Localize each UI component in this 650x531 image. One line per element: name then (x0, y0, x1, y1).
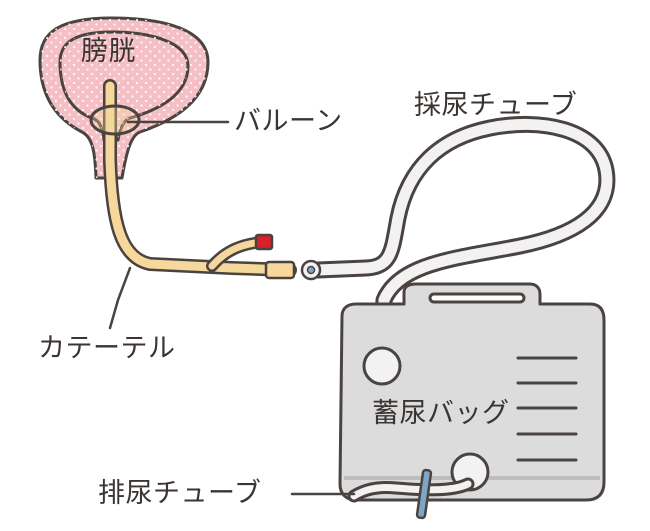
label-balloon: バルーン (234, 106, 343, 137)
label-catheter: カテーテル (38, 333, 176, 364)
drain-clamp (415, 468, 433, 520)
red-valve-connector (254, 233, 274, 251)
label-urine-bag: 蓄尿バッグ (372, 398, 510, 429)
bladder-inner-dots (60, 32, 188, 140)
leader-lines (108, 120, 356, 496)
label-collection-tube: 採尿チューブ (414, 90, 578, 121)
bag-inlet-port (362, 346, 402, 386)
label-drain-tube: 排尿チューブ (98, 478, 262, 509)
drain-tube (347, 468, 475, 520)
catheter-hub (264, 260, 296, 280)
bag-volume-scale (516, 356, 578, 462)
balloon-shape (89, 104, 141, 136)
urine-bag (338, 282, 606, 502)
leader-catheter (108, 266, 132, 330)
collection-tube (309, 115, 616, 361)
label-bladder: 膀胱 (81, 36, 136, 67)
bag-hang-slot (428, 292, 526, 304)
catheter (103, 79, 322, 281)
bag-body (338, 282, 606, 502)
